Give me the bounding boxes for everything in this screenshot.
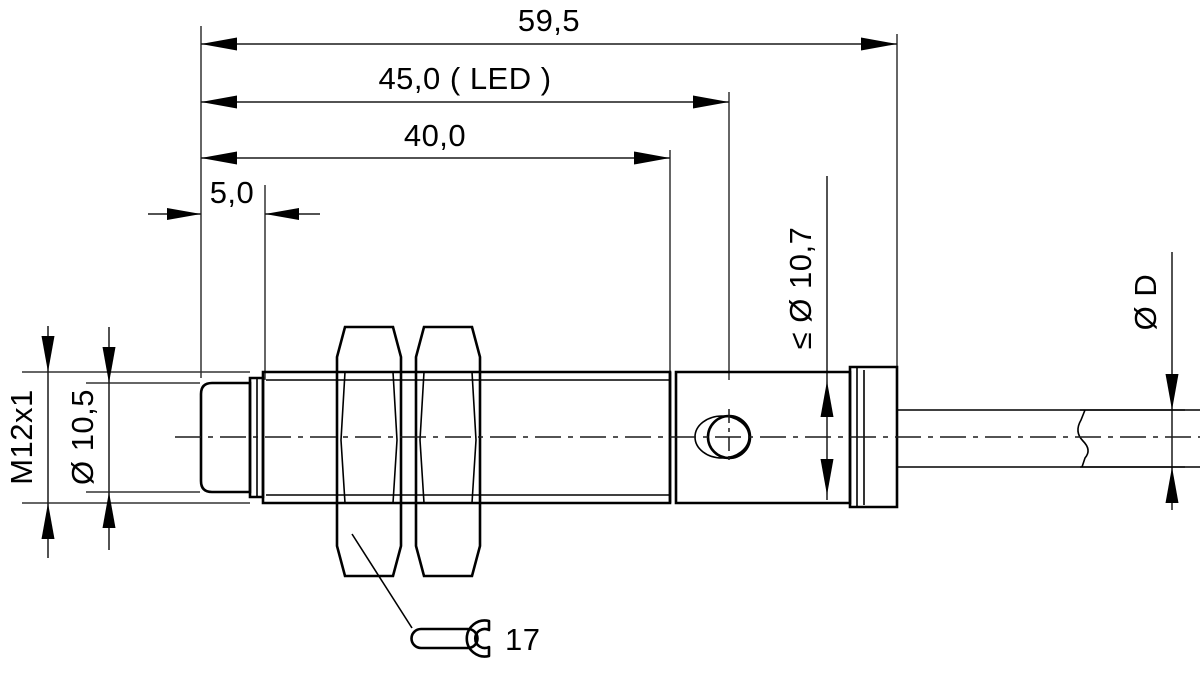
dimension-total-length-label: 59,5 [518, 3, 580, 38]
dimension-led-length-label: 45,0 ( LED ) [378, 61, 551, 96]
hex-nut-front [335, 325, 403, 578]
dimension-thread-length-label: 40,0 [404, 118, 466, 153]
dimension-thread-spec-label: M12x1 [4, 389, 39, 485]
wrench-callout: 17 [351, 533, 540, 658]
dimension-barrel-diameter: ≤ Ø 10,7 [783, 176, 834, 500]
dimension-barrel-diameter-label: ≤ Ø 10,7 [783, 227, 818, 350]
dimension-led-length: 45,0 ( LED ) [201, 61, 729, 109]
dimension-tip-diameter: Ø 10,5 [65, 327, 116, 550]
cable [897, 409, 1200, 468]
extension-lines-horizontal [200, 26, 898, 380]
open-end-wrench-icon [410, 619, 491, 658]
dimension-cable-diameter-label: Ø D [1128, 274, 1163, 331]
dimension-tip-length: 5,0 [148, 175, 320, 220]
dimension-total-length: 59,5 [201, 3, 897, 51]
hex-nut-rear [414, 325, 482, 578]
dimension-tip-length-label: 5,0 [210, 175, 255, 210]
dimension-thread-spec: M12x1 [4, 326, 55, 558]
extension-lines-left [22, 371, 250, 504]
dimension-tip-diameter-label: Ø 10,5 [65, 389, 100, 485]
cable-break-symbol [1077, 409, 1089, 468]
dimension-cable-diameter: Ø D [1080, 252, 1185, 510]
wrench-size-label: 17 [505, 622, 540, 657]
sensing-face-tip [199, 381, 252, 494]
wrench-leader-line [351, 533, 413, 629]
dimension-thread-length: 40,0 [201, 118, 670, 165]
